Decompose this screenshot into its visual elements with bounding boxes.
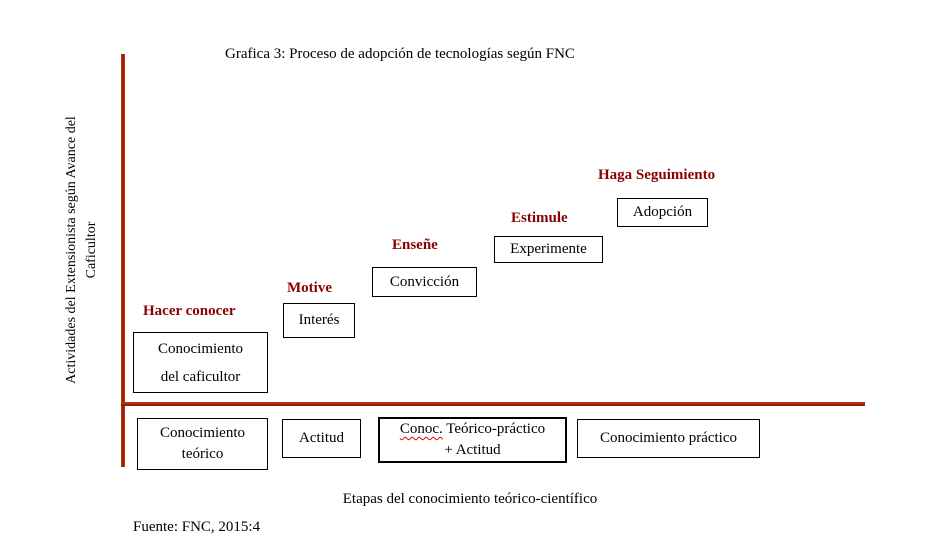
step-label-motive: Motive: [287, 280, 332, 296]
step-box-text: Adopción: [632, 204, 693, 220]
step-box-adopcion: Adopción: [617, 198, 708, 227]
step-box-text-line2: del caficultor: [160, 368, 241, 385]
stage-box-text-line1: Conocimiento: [160, 425, 245, 441]
source-note: Fuente: FNC, 2015:4: [133, 519, 261, 535]
step-box-conocimiento-del-caficultor: Conocimiento del caficultor: [133, 332, 268, 393]
chart-title: Grafica 3: Proceso de adopción de tecnol…: [225, 46, 575, 62]
stage-box-text-line2: + Actitud: [444, 442, 501, 458]
stage-box-actitud: Actitud: [282, 419, 361, 458]
stage-box-text-line1: Conoc. Teórico-práctico: [400, 419, 545, 440]
stage-box-conoc-teorico-practico: Conoc. Teórico-práctico + Actitud: [378, 417, 567, 463]
step-box-text-line1: Conocimiento: [158, 340, 243, 357]
step-box-interes: Interés: [283, 303, 355, 338]
step-label-hacer-conocer: Hacer conocer: [143, 303, 236, 319]
step-box-conviccion: Convicción: [372, 267, 477, 297]
stage-box-conocimiento-practico: Conocimiento práctico: [577, 419, 760, 458]
y-axis-line: [121, 54, 125, 467]
step-box-text: Convicción: [389, 273, 460, 290]
step-label-estimule: Estimule: [511, 210, 568, 226]
step-label-haga-seguimiento: Haga Seguimiento: [598, 167, 716, 183]
stage-box-text: Actitud: [299, 430, 344, 446]
step-box-text: Experimente: [510, 241, 587, 257]
step-box-experimente: Experimente: [494, 236, 603, 263]
stage-box-text: Conocimiento práctico: [599, 430, 738, 446]
spellcheck-flagged-word: Conoc.: [399, 421, 443, 437]
stage-box-text-line2: teórico: [181, 446, 224, 462]
step-label-ensene: Enseñe: [392, 237, 438, 253]
step-box-text: Interés: [298, 312, 340, 328]
stage-box-text-line1-rest: Teórico-práctico: [442, 421, 546, 437]
y-axis-title: Actividades del Extensionista según Avan…: [62, 85, 102, 415]
y-axis-title-line2: Caficultor: [84, 221, 99, 279]
stage-box-conocimiento-teorico: Conocimiento teórico: [137, 418, 268, 470]
x-axis-title: Etapas del conocimiento teórico-científi…: [342, 491, 598, 507]
y-axis-title-line1: Actividades del Extensionista según Avan…: [64, 116, 79, 384]
x-axis-line: [121, 402, 865, 406]
